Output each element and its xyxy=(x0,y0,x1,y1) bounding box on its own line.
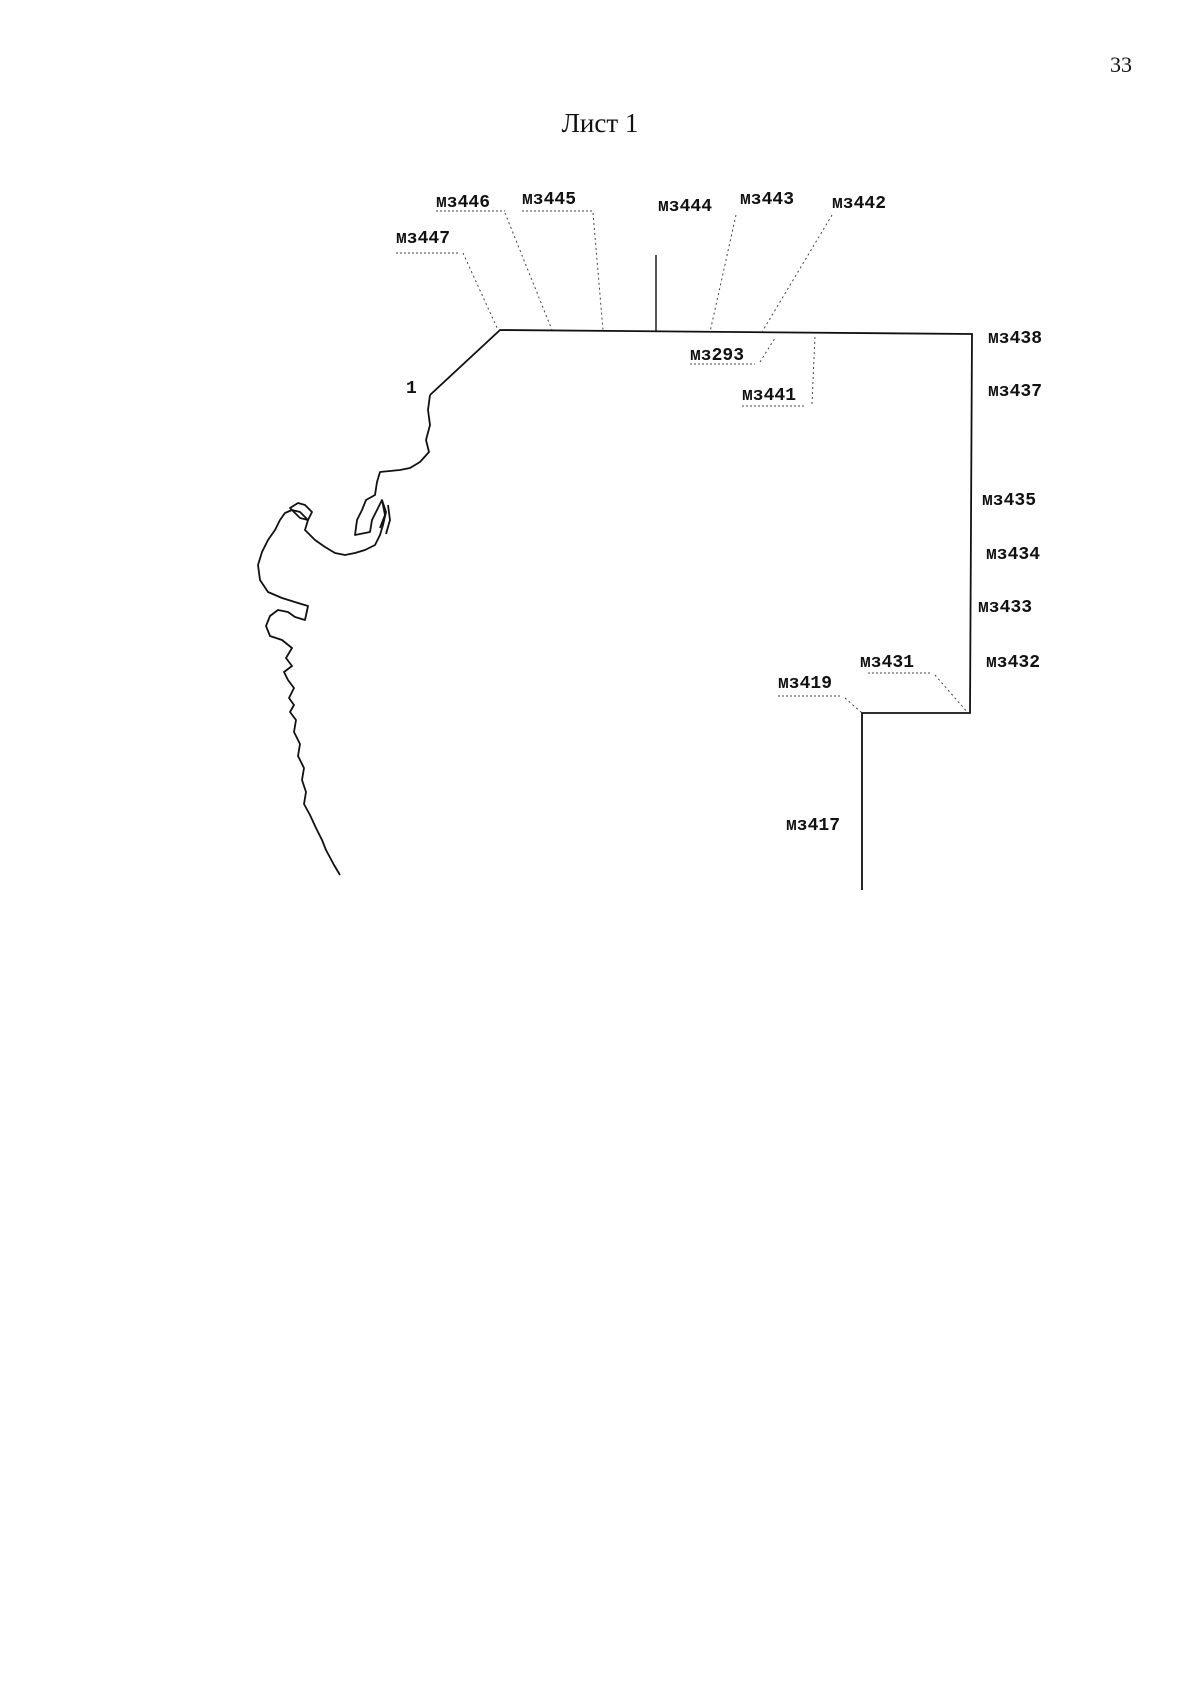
coastline xyxy=(257,394,431,876)
label-mz446: мз446 xyxy=(436,193,490,213)
label-mz443: мз443 xyxy=(740,190,794,210)
leader-mz431 xyxy=(934,674,969,714)
leader-mz293 xyxy=(759,337,776,363)
label-mz444: мз444 xyxy=(658,197,712,217)
label-mz419: мз419 xyxy=(778,674,832,694)
label-mz441: мз441 xyxy=(742,386,796,406)
boundary-line xyxy=(429,329,973,890)
label-mz431: мз431 xyxy=(860,653,914,673)
label-mz438: мз438 xyxy=(988,329,1042,349)
leader-mz446 xyxy=(504,212,553,331)
label-mz434: мз434 xyxy=(986,545,1040,565)
label-mz417: мз417 xyxy=(786,816,840,836)
label-point-1: 1 xyxy=(406,379,417,399)
coast-inlet xyxy=(379,499,391,535)
leader-mz445 xyxy=(592,212,604,331)
leader-mz441 xyxy=(811,335,816,405)
label-mz293: мз293 xyxy=(690,346,744,366)
sheet-title: Лист 1 xyxy=(561,108,639,138)
label-mz445: мз445 xyxy=(522,190,576,210)
leader-mz443 xyxy=(709,214,737,333)
page-number: 33 xyxy=(1110,52,1132,77)
label-mz432: мз432 xyxy=(986,653,1040,673)
leader-mz419 xyxy=(844,697,863,714)
label-mz442: мз442 xyxy=(832,194,886,214)
leader-mz447 xyxy=(462,252,499,331)
label-mz435: мз435 xyxy=(982,491,1036,511)
label-mz447: мз447 xyxy=(396,229,450,249)
leader-mz442 xyxy=(761,214,833,333)
label-mz437: мз437 xyxy=(988,382,1042,402)
coast-island xyxy=(289,502,313,521)
label-mz433: мз433 xyxy=(978,598,1032,618)
